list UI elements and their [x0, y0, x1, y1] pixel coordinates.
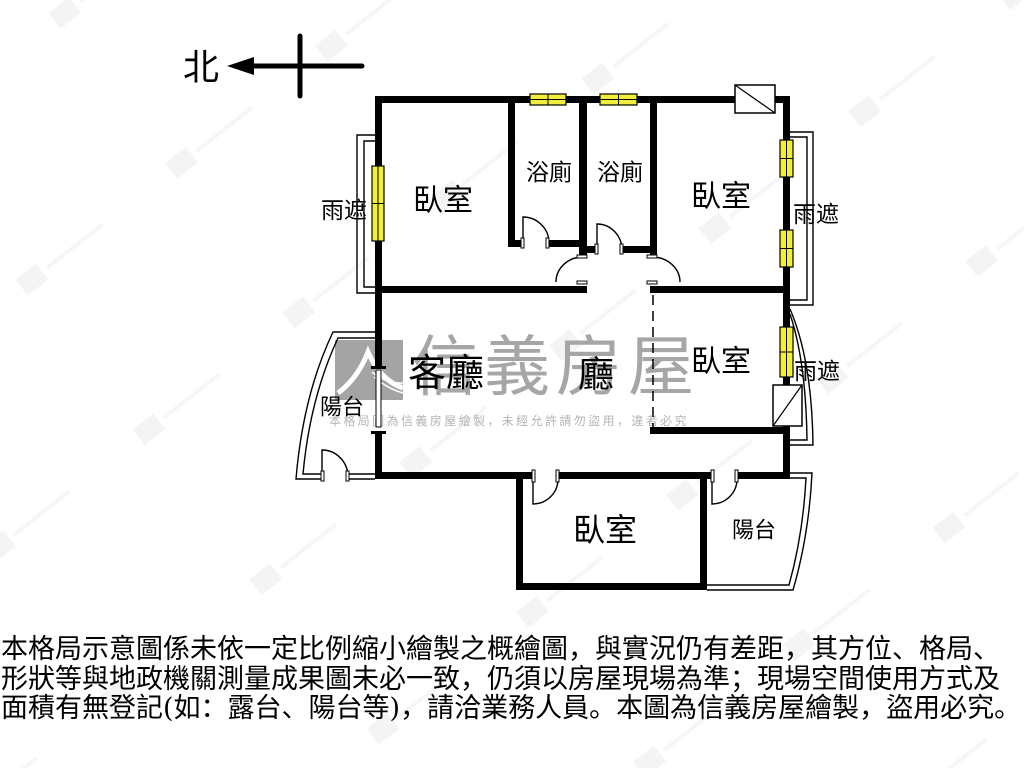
room-labels: 雨遮 臥室 浴廁 浴廁 臥室 雨遮 客廳 廳 臥室 雨遮 陽台 臥室 陽台 [320, 160, 840, 549]
balcony-west-outline [295, 331, 375, 480]
north-arrow-icon [227, 33, 365, 99]
label-bedroom-northeast: 臥室 [691, 180, 751, 215]
label-bedroom-northwest: 臥室 [413, 184, 473, 219]
watermark-notice: 本格局圖為信義房屋繪製，未經允許請勿盜用，違者必究 [329, 413, 689, 428]
window-bedroom-northwest [371, 165, 385, 242]
disclaimer: 本格局示意圖係未依一定比例縮小繪製之概繪圖，與實況仍有差距，其方位、格局、 形狀… [1, 635, 1024, 724]
disclaimer-line-3: 面積有無登記(如：露台、陽台等)，請洽業務人員。本圖為信義房屋繪製，盜用必究。 [1, 693, 1022, 724]
watermark-brand: 信義房屋 [412, 329, 700, 406]
label-bedroom-east: 臥室 [691, 345, 751, 380]
door-bedroom-northwest-icon [555, 254, 588, 285]
disclaimer-line-2: 形狀等與地政機關測量成果圖未必一致，仍須以房屋現場為準；現場空間使用方式及 [1, 663, 1000, 695]
window-bedroom-northeast-1 [779, 139, 794, 178]
sliding-door-west [375, 369, 382, 428]
balcony-southeast-outline [707, 472, 813, 591]
door-balcony-west-icon [320, 449, 350, 482]
duct-box-east [772, 384, 803, 427]
label-rain-shelter-east-lower: 雨遮 [794, 359, 840, 385]
label-rain-shelter-east-upper: 雨遮 [793, 202, 839, 228]
door-bedroom-northeast-icon [646, 254, 681, 285]
window-bedroom-northeast-2 [779, 229, 794, 268]
door-bathroom-right-icon [594, 223, 624, 255]
door-balcony-southeast-icon [710, 469, 739, 505]
rain-shelter-west-outline [356, 134, 375, 294]
windows [371, 93, 794, 378]
sinyi-roof-logo-icon [335, 340, 404, 400]
north-compass: 北 [183, 33, 365, 99]
window-bathroom-left [529, 93, 567, 106]
door-bathroom-left-icon [520, 216, 550, 249]
label-balcony-west: 陽台 [320, 396, 364, 421]
label-hall: 廳 [578, 355, 614, 396]
watermark: 信義房屋 本格局圖為信義房屋繪製，未經允許請勿盜用，違者必究 [329, 329, 700, 429]
label-rain-shelter-west: 雨遮 [321, 198, 367, 224]
doors [320, 216, 739, 505]
rain-shelter-east-lower-outline [789, 308, 814, 446]
window-bedroom-east [779, 326, 794, 378]
label-living-room: 客廳 [408, 351, 484, 395]
label-bathroom-left: 浴廁 [526, 160, 572, 186]
label-bedroom-south: 臥室 [573, 511, 637, 549]
rain-shelter-east-upper-outline [790, 131, 814, 306]
label-balcony-southeast: 陽台 [732, 519, 776, 544]
duct-box-north [734, 84, 776, 114]
compass-label: 北 [183, 48, 219, 89]
door-bedroom-south-icon [531, 469, 560, 505]
disclaimer-line-1: 本格局示意圖係未依一定比例縮小繪製之概繪圖，與實況仍有差距，其方位、格局、 [1, 634, 1000, 665]
label-bathroom-right: 浴廁 [597, 160, 643, 186]
window-bathroom-right [599, 93, 638, 106]
